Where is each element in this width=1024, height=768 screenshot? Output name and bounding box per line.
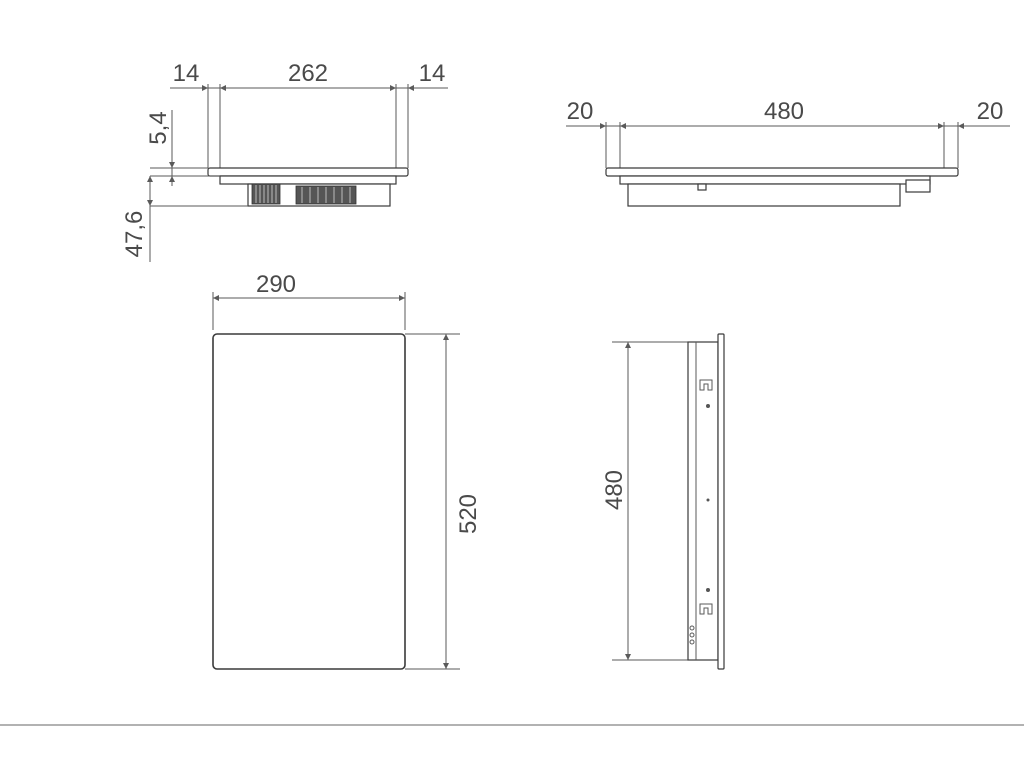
screw-icon bbox=[706, 404, 710, 408]
glass-plate bbox=[207, 167, 409, 177]
hob-body-profile bbox=[687, 341, 719, 661]
glass-edge bbox=[717, 333, 725, 670]
screw-icon bbox=[706, 498, 710, 502]
side-view-narrow: 14 262 14 5,4 47,6 bbox=[121, 60, 448, 262]
dim-right-margin: 20 bbox=[977, 98, 1004, 125]
dimension-arrows bbox=[147, 176, 153, 206]
dim-left-margin: 20 bbox=[567, 98, 594, 125]
connector-icon bbox=[689, 625, 695, 645]
dim-left-margin: 14 bbox=[173, 60, 200, 87]
hob-frame bbox=[219, 175, 397, 185]
dim-cutout-height: 480 bbox=[601, 470, 628, 510]
hob-foot bbox=[697, 183, 707, 191]
mounting-bracket-bottom bbox=[699, 603, 713, 615]
cutout-view: 480 bbox=[601, 333, 725, 670]
dim-glass-thickness: 5,4 bbox=[145, 111, 172, 144]
electronics-fins bbox=[301, 187, 351, 203]
dim-body-depth: 47,6 bbox=[121, 211, 148, 258]
dim-body-width: 480 bbox=[764, 98, 804, 125]
connector-box bbox=[905, 179, 931, 193]
dimension-arrows bbox=[169, 162, 175, 182]
fan-unit bbox=[251, 183, 281, 205]
dim-width: 290 bbox=[256, 271, 296, 298]
fan-fins bbox=[255, 185, 277, 203]
glass-plate bbox=[605, 167, 959, 177]
dim-body-width: 262 bbox=[288, 60, 328, 87]
side-view-wide: 20 480 20 bbox=[566, 98, 1010, 207]
hob-frame bbox=[619, 175, 931, 185]
screw-icon bbox=[706, 588, 710, 592]
hob-outline bbox=[212, 333, 406, 670]
dim-right-margin: 14 bbox=[419, 60, 446, 87]
dim-height: 520 bbox=[455, 494, 482, 534]
hob-body bbox=[627, 183, 901, 207]
mounting-bracket-top bbox=[699, 379, 713, 391]
top-view: 290 520 bbox=[212, 271, 482, 670]
